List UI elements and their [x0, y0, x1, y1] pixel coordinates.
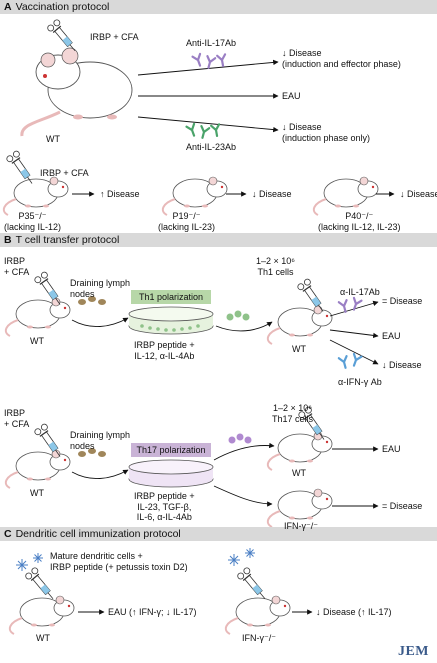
b-outcome-3: ↓ Disease — [382, 360, 422, 370]
arrow-b-th1-to-recipient — [215, 321, 273, 332]
b-outcome-4: EAU — [382, 444, 401, 454]
b-outcome-1: = Disease — [382, 296, 423, 306]
th1-polarization-box — [131, 290, 211, 304]
b-wt-donor-1: WT — [30, 336, 44, 346]
p35-result: ↑ Disease — [100, 189, 140, 199]
a-outcome-3: ↓ Disease (induction phase only) — [282, 122, 371, 143]
b-th1-recipient-mouse — [266, 305, 333, 345]
arrow-b-th1-to-dish — [71, 317, 129, 327]
b-th17-immunization: IRBP + CFA — [4, 408, 30, 429]
a-wt-label: WT — [46, 134, 60, 144]
a-immunization-label: IRBP + CFA — [90, 32, 139, 42]
p40-label: P40⁻/⁻ (lacking IL-12, IL-23) — [318, 211, 401, 232]
arrow-b-th17-to-dish — [71, 469, 129, 479]
p19-label: P19⁻/⁻ (lacking IL-23) — [158, 211, 216, 232]
c-dendritic-cells-2 — [228, 548, 255, 566]
arrow-b-out2 — [329, 329, 379, 339]
c-ifng-ko-mouse — [224, 595, 291, 635]
a-outcome-1: ↓ Disease (induction and effector phase) — [282, 48, 401, 69]
p35-label: P35⁻/⁻ (lacking IL-12) — [4, 211, 62, 232]
b-outcome-5: = Disease — [382, 501, 423, 511]
th17-polarization-box — [131, 443, 211, 457]
th1-polarization-title: Th1 polarization — [138, 292, 204, 302]
b-ifng-antibodies — [337, 352, 363, 370]
th17-cells-label: 1–2 × 10⁶ Th17 cells — [272, 403, 314, 424]
b-il17-antibodies — [337, 296, 363, 314]
a-immunization-label-2: IRBP + CFA — [40, 168, 89, 178]
b-a-ifng-label: α-IFN-γ Ab — [338, 377, 382, 387]
c-dc-label: Mature dendritic cells + IRBP peptide (+… — [50, 551, 188, 572]
b-th1-donor-mouse — [4, 297, 71, 337]
b-th17-donor-mouse — [4, 449, 71, 489]
th17-cells — [228, 433, 252, 444]
c-wt-label: WT — [36, 633, 50, 643]
c-outcome-2: ↓ Disease (↑ IL-17) — [316, 607, 392, 617]
b-th1-immunization: IRBP + CFA — [4, 256, 30, 277]
arrow-b-out3 — [329, 339, 379, 365]
b-wt-donor-2: WT — [30, 488, 44, 498]
b-wt-recipient-1: WT — [292, 344, 306, 354]
b-wt-recipient-2: WT — [292, 468, 306, 478]
c-dendritic-cells-1 — [16, 553, 43, 571]
c-ifng-ko-label: IFN-γ⁻/⁻ — [242, 633, 276, 643]
arrow-b-th17-to-wt — [213, 442, 275, 461]
th17-dish — [128, 459, 214, 488]
b-th1-lymph-label: Draining lymph nodes — [70, 278, 131, 299]
th17-polarization-title: Th17 polarization — [136, 445, 206, 455]
th1-cells-label: 1–2 × 10⁶ Th1 cells — [256, 256, 295, 277]
b-ifng-ko-label: IFN-γ⁻/⁻ — [284, 521, 318, 531]
p40-result: ↓ Disease — [400, 189, 437, 199]
c-wt-mouse — [8, 595, 75, 635]
panel-a-big-mouse — [20, 47, 133, 137]
b-th17-lymph-label: Draining lymph nodes — [70, 430, 131, 451]
th17-media: IRBP peptide + IL-23, TGF-β, IL-6, α-IL-… — [134, 491, 195, 522]
journal-logo: JEM — [397, 644, 429, 659]
a-anti-il23-label: Anti-IL-23Ab — [186, 142, 237, 152]
p19-mouse — [161, 176, 228, 216]
th1-cells — [226, 310, 250, 321]
th1-dish — [128, 306, 214, 335]
anti-il17-antibodies — [191, 52, 229, 70]
th1-media: IRBP peptide + IL-12, α-IL-4Ab — [134, 340, 195, 361]
a-outcome-2: EAU — [282, 91, 301, 101]
p19-result: ↓ Disease — [252, 189, 292, 199]
b-a-il17-label: α-IL-17Ab — [340, 287, 380, 297]
anti-il23-antibodies — [185, 122, 223, 140]
b-th17-lymph-nodes — [78, 448, 106, 457]
arrow-b-th17-to-ko — [213, 485, 273, 507]
arrow-a-3 — [137, 116, 279, 133]
c-outcome-1: EAU (↑ IFN-γ; ↓ IL-17) — [108, 607, 197, 617]
b-th1-lymph-nodes — [78, 296, 106, 305]
c-ko-syringe — [235, 566, 271, 604]
p35-mouse — [2, 176, 69, 216]
b-outcome-2: EAU — [382, 331, 401, 341]
p40-mouse — [312, 176, 379, 216]
a-anti-il17-label: Anti-IL-17Ab — [186, 38, 237, 48]
